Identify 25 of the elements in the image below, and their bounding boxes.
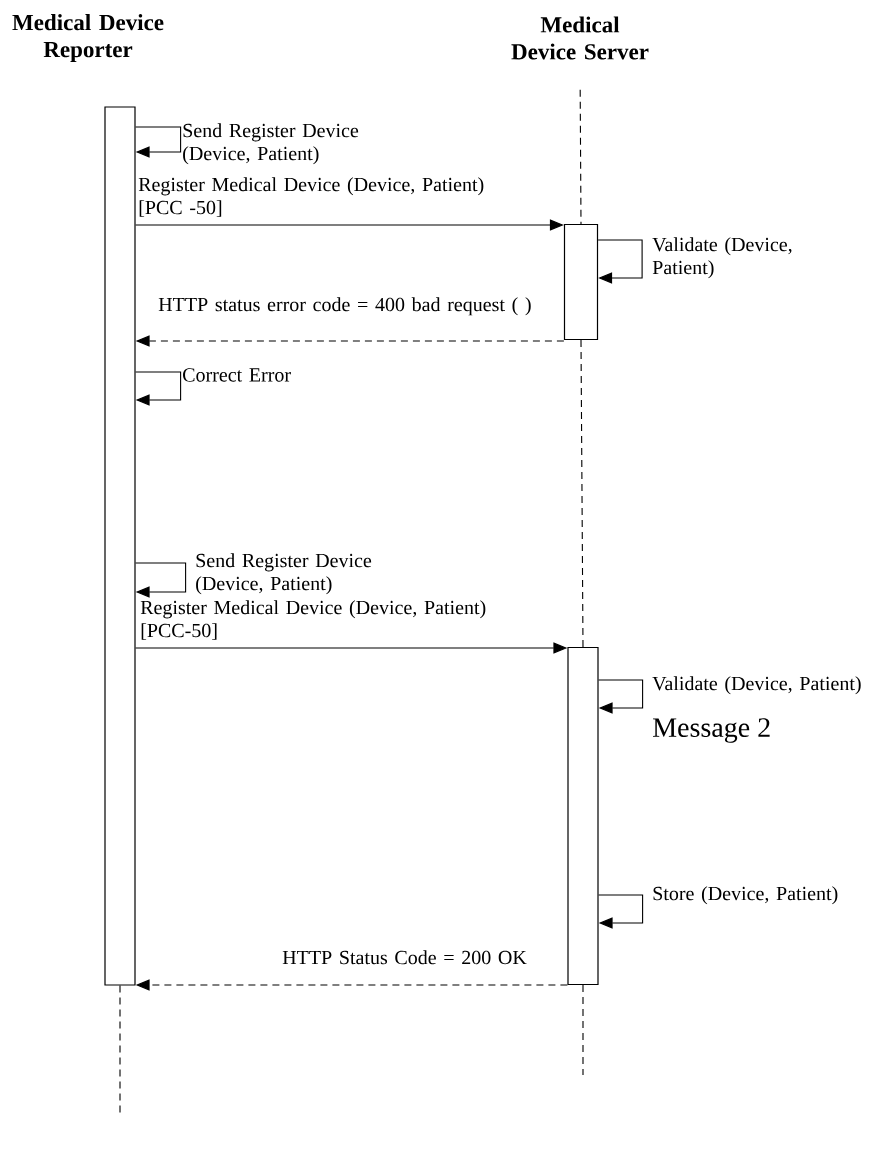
participant-label: Medical Device Reporter xyxy=(12,14,164,62)
self-message-arrow xyxy=(598,894,644,929)
message-label: Store (Device, Patient) xyxy=(653,886,838,905)
self-message-arrow xyxy=(598,679,644,714)
lifeline xyxy=(579,89,582,225)
note-text: Message 2 xyxy=(653,718,770,743)
message-label: Validate (Device, Patient) xyxy=(652,676,861,695)
message-label: HTTP Status Code = 200 OK xyxy=(282,950,527,965)
lifeline xyxy=(582,984,584,1076)
message-label: Register Medical Device (Device, Patient) [PCC-50] xyxy=(140,600,486,640)
self-message-arrow xyxy=(135,126,182,158)
message-label: HTTP status error code = 400 bad request ( ) xyxy=(158,297,531,316)
message-label: Register Medical Device (Device, Patient) [PCC -50] xyxy=(138,177,484,217)
activation-bar xyxy=(104,106,136,986)
self-message-arrow xyxy=(135,562,187,598)
message-label: Send Register Device (Device, Patient) xyxy=(183,123,359,165)
self-message-arrow xyxy=(597,239,643,284)
self-message-arrow xyxy=(135,371,182,406)
activation-bar xyxy=(567,646,599,986)
activation-bar xyxy=(563,223,599,341)
message-label: Correct Error xyxy=(183,368,291,382)
message-label: Validate (Device, Patient) xyxy=(652,237,792,279)
lifeline xyxy=(580,339,584,648)
message-label: Send Register Device (Device, Patient) xyxy=(196,553,372,595)
participant-label: Medical Device Server xyxy=(511,16,649,60)
